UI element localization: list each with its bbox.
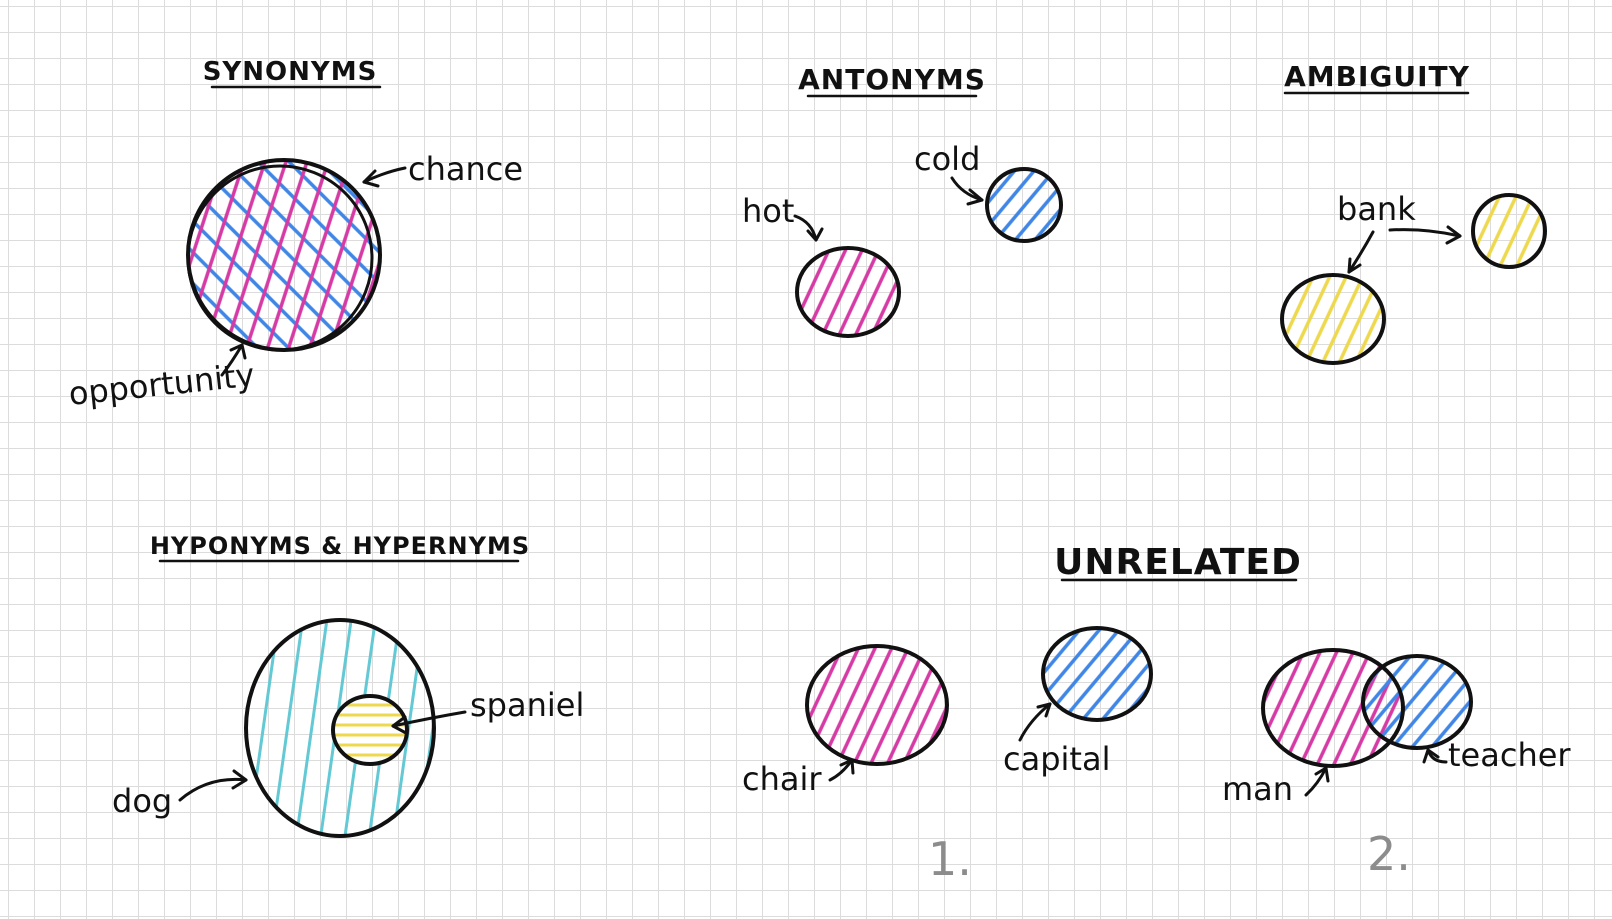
- example-number-1: 1.: [928, 832, 972, 886]
- synonyms-title: SYNONYMS: [203, 57, 378, 87]
- bank-arrow-right-head: [1445, 225, 1462, 245]
- unrelated-circle-teacher: [1361, 654, 1473, 750]
- synonym-circle-outline-inner: [186, 164, 374, 352]
- opportunity-arrow: [220, 343, 244, 377]
- hyponym-word-spaniel: spaniel: [470, 686, 584, 724]
- ambiguity-panel: AMBIGUITY bank: [1280, 60, 1547, 365]
- hot-arrow-head: [806, 227, 824, 242]
- chair-arrow-head: [839, 758, 855, 775]
- synonyms-panel: SYNONYMS chance opportunity: [67, 57, 523, 413]
- antonym-circle-cold-fill: [987, 169, 1061, 241]
- bank-arrow-right: [1388, 228, 1462, 238]
- chance-arrow-head: [362, 169, 380, 188]
- antonym-word-cold: cold: [914, 140, 980, 178]
- teacher-arrow-head: [1422, 748, 1440, 764]
- unrelated-circle-capital: [1041, 626, 1153, 722]
- dog-arrow-head: [231, 769, 248, 790]
- unrelated-title: UNRELATED: [1054, 542, 1302, 583]
- hypernym-word-dog: dog: [112, 782, 172, 820]
- opportunity-arrow-head: [229, 343, 247, 360]
- ambiguity-word-bank: bank: [1337, 190, 1416, 228]
- unrelated-circle-man: [1261, 648, 1405, 768]
- ambiguity-title: AMBIGUITY: [1284, 60, 1470, 93]
- hyponyms-title: HYPONYMS & HYPERNYMS: [150, 532, 530, 560]
- capital-arrow: [1018, 702, 1052, 742]
- hyponym-circle-spaniel: [331, 694, 409, 766]
- unrelated-word-chair: chair: [742, 760, 822, 798]
- antonym-word-hot: hot: [742, 192, 794, 230]
- ambiguity-circle-large-fill: [1282, 275, 1384, 363]
- man-arrow-head: [1314, 766, 1330, 783]
- capital-arrow-head: [1036, 702, 1052, 718]
- unrelated-word-man: man: [1222, 770, 1293, 808]
- antonyms-panel: ANTONYMS hot cold: [742, 63, 1063, 338]
- man-arrow: [1304, 766, 1328, 797]
- hyponyms-panel: HYPONYMS & HYPERNYMS dog spaniel: [112, 532, 584, 838]
- unrelated-example-2: man teacher 2.: [1222, 648, 1571, 881]
- cold-arrow-head: [966, 188, 984, 206]
- hyponym-circle-fill: [333, 696, 407, 764]
- bank-arrow-down-head: [1347, 257, 1362, 274]
- synonym-word-chance: chance: [408, 150, 523, 188]
- antonyms-title: ANTONYMS: [798, 63, 986, 96]
- dog-arrow: [178, 777, 248, 802]
- unrelated-word-capital: capital: [1003, 740, 1110, 778]
- example-number-2: 2.: [1367, 827, 1411, 881]
- synonym-word-opportunity: opportunity: [67, 356, 256, 413]
- spaniel-arrow: [391, 710, 467, 728]
- unrelated-panel: UNRELATED chair capital 1. man teac: [742, 542, 1571, 886]
- hypernym-circle-dog: [244, 618, 436, 838]
- unrelated-circle-chair: [805, 644, 949, 766]
- ambiguity-circle-small-fill: [1473, 195, 1545, 267]
- unrelated-circle-chair-fill: [807, 646, 947, 764]
- unrelated-circle-teacher-fill: [1363, 656, 1471, 748]
- antonym-circle-hot-fill: [797, 248, 899, 336]
- bank-arrow-down: [1347, 230, 1375, 274]
- antonym-circle-hot: [795, 246, 901, 338]
- antonym-circle-cold: [985, 167, 1063, 243]
- unrelated-example-1: chair capital 1.: [742, 626, 1153, 886]
- ambiguity-circle-small: [1471, 193, 1547, 269]
- synonym-circle-fill-pink: [188, 160, 380, 350]
- ambiguity-circle-large: [1280, 273, 1386, 365]
- unrelated-circle-capital-fill: [1043, 628, 1151, 720]
- spaniel-arrow-head: [391, 715, 408, 735]
- unrelated-word-teacher: teacher: [1448, 736, 1571, 774]
